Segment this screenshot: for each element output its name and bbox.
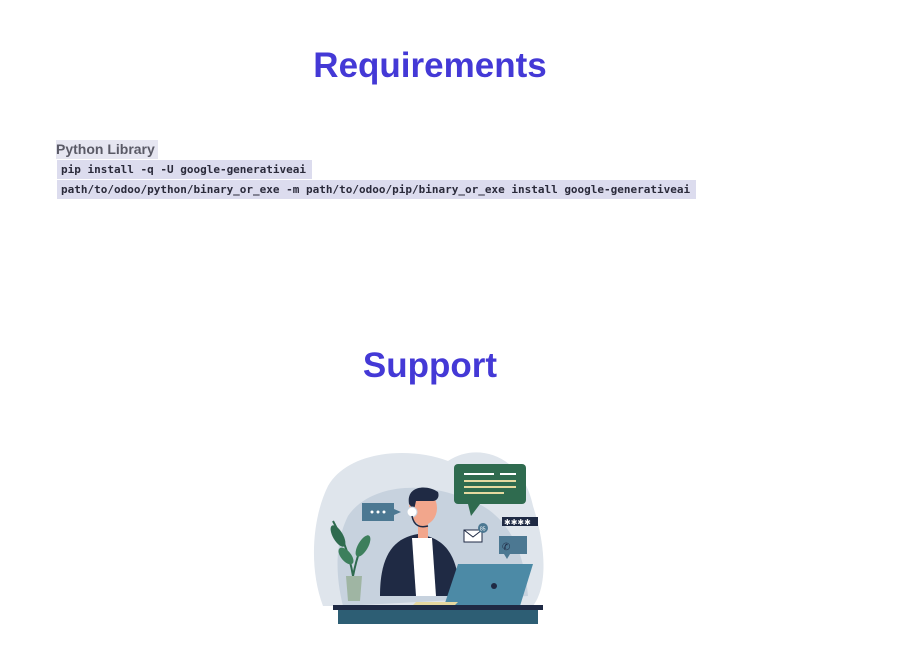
speech-bubble-icon [454,464,526,516]
odoo-pip-install-command: path/to/odoo/python/binary_or_exe -m pat… [57,180,697,199]
svg-text:✱✱✱✱: ✱✱✱✱ [504,518,531,527]
email-badge: 85 [480,527,486,533]
support-agent-illustration: ✱✱✱✱ ✆ 85 [313,452,544,624]
chat-bubble-dots-icon [362,503,401,521]
python-library-label: Python Library [56,140,158,159]
phone-bubble-icon: ✆ [499,536,527,559]
svg-text:✆: ✆ [502,542,510,553]
email-icon: 85 [463,523,488,543]
support-heading: Support [362,346,498,385]
pip-install-command: pip install -q -U google-generativeai [57,160,313,179]
rating-stars-icon: ✱✱✱✱ [502,517,538,527]
requirements-heading: Requirements [313,46,547,85]
desk [333,605,543,624]
plant-icon [330,520,371,601]
agent-figure [380,487,460,596]
